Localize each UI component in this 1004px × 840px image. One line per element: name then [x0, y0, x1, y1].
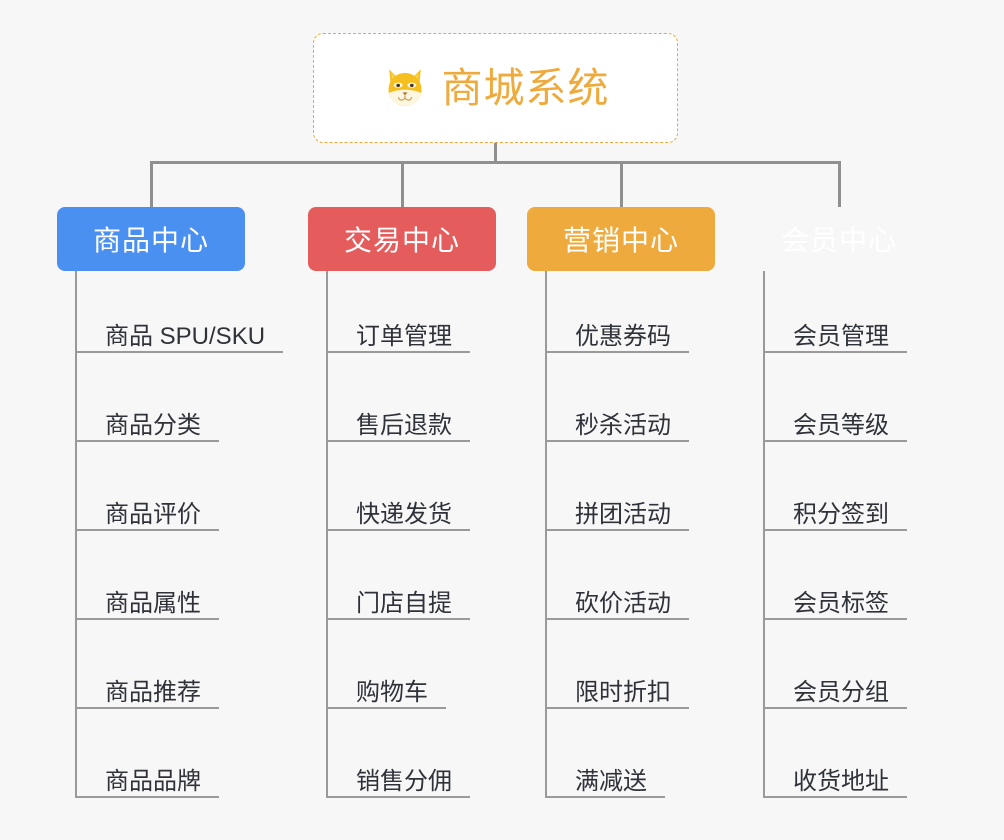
branch-header-label: 营销中心	[562, 225, 679, 256]
leaf-underline	[545, 440, 689, 442]
leaf-item-label: 积分签到	[793, 501, 889, 528]
leaf-item-label: 商品评价	[105, 501, 201, 528]
branch-column-member: 会员中心 会员管理会员等级积分签到会员标签会员分组收货地址	[745, 207, 933, 798]
connector-drop-2	[401, 161, 404, 207]
leaf-item-label: 快递发货	[356, 501, 452, 528]
root-node-shop-system[interactable]: 商城系统	[313, 33, 678, 143]
leaf-underline	[326, 707, 446, 709]
leaf-underline	[75, 440, 219, 442]
leaf-item-label: 满减送	[575, 768, 647, 795]
leaf-item-label: 拼团活动	[575, 501, 671, 528]
leaf-item-label: 秒杀活动	[575, 412, 671, 439]
leaf-item-label: 销售分佣	[356, 768, 452, 795]
branch-trunk-trade	[326, 271, 328, 797]
leaf-underline	[326, 351, 470, 353]
branch-header-label: 交易中心	[343, 225, 460, 256]
connector-root-stem	[494, 143, 497, 164]
shiba-dog-face-icon	[387, 69, 422, 106]
leaf-underline	[326, 529, 470, 531]
branch-header-marketing[interactable]: 营销中心	[527, 207, 715, 271]
branch-header-label: 商品中心	[92, 225, 209, 256]
branch-column-trade: 交易中心 订单管理售后退款快递发货门店自提购物车销售分佣	[308, 207, 496, 798]
leaf-item-label: 会员分组	[793, 679, 889, 706]
leaf-underline	[75, 529, 219, 531]
leaf-underline	[326, 796, 470, 798]
leaf-item-label: 收货地址	[793, 768, 889, 795]
leaf-underline	[326, 440, 470, 442]
leaf-item-label: 商品品牌	[105, 768, 201, 795]
branch-trunk-marketing	[545, 271, 547, 797]
leaf-underline	[763, 529, 907, 531]
root-node-title: 商城系统	[441, 64, 610, 111]
leaf-item-label: 砍价活动	[575, 590, 671, 617]
leaf-item-label: 会员标签	[793, 590, 889, 617]
leaf-item-label: 门店自提	[356, 590, 452, 617]
leaf-underline	[763, 796, 907, 798]
leaf-underline	[75, 351, 283, 353]
leaf-item-label: 会员等级	[793, 412, 889, 439]
leaf-underline	[545, 707, 689, 709]
leaf-item-label: 商品推荐	[105, 679, 201, 706]
leaf-underline	[545, 351, 689, 353]
leaf-item-label: 商品属性	[105, 590, 201, 617]
leaf-item-label: 限时折扣	[575, 679, 671, 706]
branch-header-label: 会员中心	[780, 225, 897, 256]
branch-column-product: 商品中心 商品 SPU/SKU 商品分类商品评价商品属性商品推荐商品品牌	[57, 207, 283, 798]
leaf-item-label: 优惠券码	[575, 323, 671, 350]
leaf-item-label: 商品分类	[105, 412, 201, 439]
branch-trunk-product	[75, 271, 77, 797]
leaf-item-label: 商品 SPU/SKU	[105, 323, 266, 350]
leaf-item-label: 订单管理	[356, 323, 452, 350]
leaf-underline	[763, 618, 907, 620]
branch-header-member[interactable]: 会员中心	[745, 207, 933, 271]
leaf-underline	[75, 707, 219, 709]
connector-drop-3	[620, 161, 623, 207]
connector-drop-4	[838, 161, 841, 207]
leaf-underline	[75, 796, 219, 798]
leaf-item-label: 售后退款	[356, 412, 452, 439]
leaf-underline	[75, 618, 219, 620]
branch-column-marketing: 营销中心 优惠券码秒杀活动拼团活动砍价活动限时折扣满减送	[527, 207, 715, 798]
branch-header-trade[interactable]: 交易中心	[308, 207, 496, 271]
leaf-item-label: 购物车	[356, 679, 428, 706]
leaf-underline	[763, 351, 907, 353]
connector-drop-1	[150, 161, 153, 207]
leaf-underline	[763, 440, 907, 442]
leaf-underline	[326, 618, 470, 620]
branch-header-product[interactable]: 商品中心	[57, 207, 245, 271]
leaf-underline	[763, 707, 907, 709]
leaf-underline	[545, 529, 689, 531]
leaf-underline	[545, 618, 689, 620]
leaf-underline	[545, 796, 665, 798]
leaf-item-label: 会员管理	[793, 323, 889, 350]
branch-trunk-member	[763, 271, 765, 797]
connector-horizontal-bus	[150, 161, 841, 164]
